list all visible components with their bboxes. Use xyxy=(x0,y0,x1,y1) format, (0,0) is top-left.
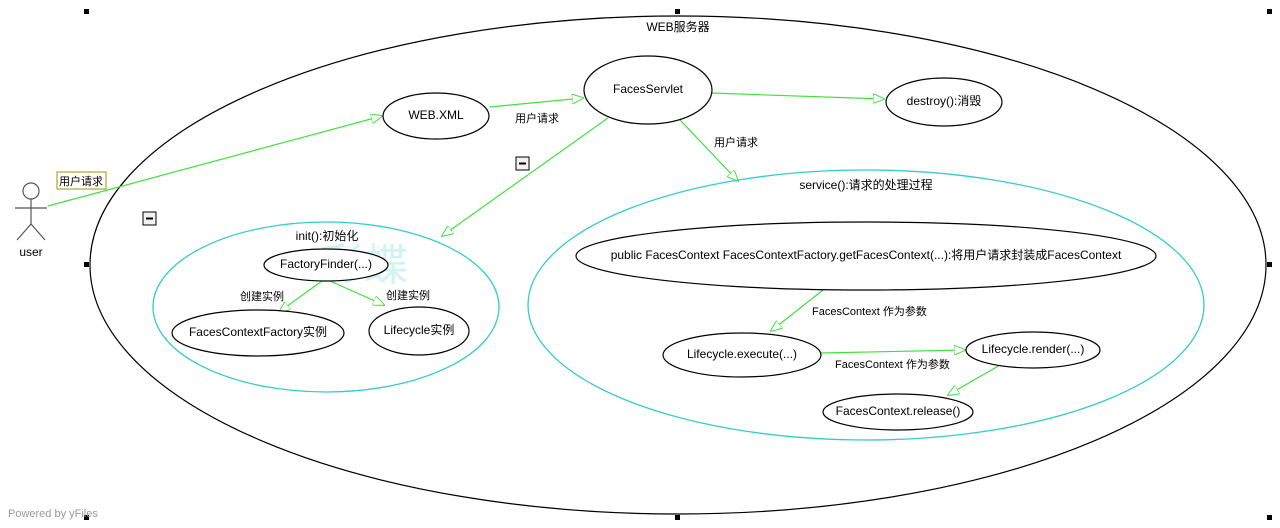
webxml-label: WEB.XML xyxy=(408,108,464,122)
lifecycle-instance-label: Lifecycle实例 xyxy=(384,322,455,337)
getfacescontext-node[interactable] xyxy=(575,221,1157,291)
lifecycle-execute-label: Lifecycle.execute(...) xyxy=(687,347,797,361)
edge-factoryfinder-to-facescontextfactory[interactable] xyxy=(279,280,323,312)
lifecycle-instance-node[interactable] xyxy=(368,306,470,356)
user-label: user xyxy=(19,245,42,259)
user-request-label-box xyxy=(56,171,107,190)
webxml-node[interactable] xyxy=(382,92,490,140)
edge-getfacescontext-to-execute[interactable] xyxy=(771,289,824,331)
edge-label-create-instance-2: 创建实例 xyxy=(386,288,430,302)
user-actor-icon[interactable] xyxy=(15,182,47,241)
init-group[interactable] xyxy=(152,221,500,393)
facescontext-release-node[interactable] xyxy=(822,393,974,431)
destroy-label: destroy():消毁 xyxy=(907,93,982,108)
edge-execute-to-render[interactable] xyxy=(820,350,965,353)
service-group[interactable] xyxy=(527,169,1205,441)
getfacescontext-label: public FacesContext FacesContextFactory.… xyxy=(611,247,1122,262)
factoryfinder-label: FactoryFinder(...) xyxy=(280,257,372,271)
edge-label-create-instance-1: 创建实例 xyxy=(240,289,284,303)
facescontext-release-label: FacesContext.release() xyxy=(836,404,961,418)
edge-factoryfinder-to-lifecycle[interactable] xyxy=(329,280,384,305)
lifecycle-render-label: Lifecycle.render(...) xyxy=(982,342,1085,356)
init-group-title: init():初始化 xyxy=(296,229,359,243)
edge-label-facescontext-param-1: FacesContext 作为参数 xyxy=(812,304,927,318)
service-group-title: service():请求的处理过程 xyxy=(799,177,932,192)
facescontextfactory-node[interactable] xyxy=(171,309,345,357)
web-server-title: WEB服务器 xyxy=(646,19,709,34)
edge-facesservlet-to-init[interactable] xyxy=(442,117,609,236)
factoryfinder-node[interactable] xyxy=(263,248,389,282)
edge-label-user-request-box: 用户请求 xyxy=(59,174,103,188)
collapse-button-init[interactable] xyxy=(515,156,530,171)
edge-webxml-to-facesservlet[interactable] xyxy=(489,98,583,108)
powered-by-footer: Powered by yFiles xyxy=(8,508,98,520)
facesservlet-node[interactable] xyxy=(583,55,713,125)
lifecycle-render-node[interactable] xyxy=(965,331,1101,369)
edge-label-user-request-2: 用户请求 xyxy=(714,135,758,149)
lifecycle-execute-node[interactable] xyxy=(662,332,822,378)
edges xyxy=(47,92,1001,395)
web-server-group[interactable] xyxy=(89,15,1267,515)
edge-render-to-release[interactable] xyxy=(948,364,1001,395)
edge-facesservlet-to-service[interactable] xyxy=(679,119,738,181)
edge-label-facescontext-param-2: FacesContext 作为参数 xyxy=(835,357,950,371)
edge-facesservlet-to-destroy[interactable] xyxy=(709,92,884,99)
destroy-node[interactable] xyxy=(885,77,1003,127)
edge-user-to-webxml[interactable] xyxy=(47,116,382,207)
collapse-button-server[interactable] xyxy=(142,211,157,226)
selection-handles xyxy=(84,9,1272,520)
facescontextfactory-label: FacesContextFactory实例 xyxy=(189,324,327,339)
facesservlet-label: FacesServlet xyxy=(613,82,684,96)
edge-label-user-request-1: 用户请求 xyxy=(515,111,559,125)
